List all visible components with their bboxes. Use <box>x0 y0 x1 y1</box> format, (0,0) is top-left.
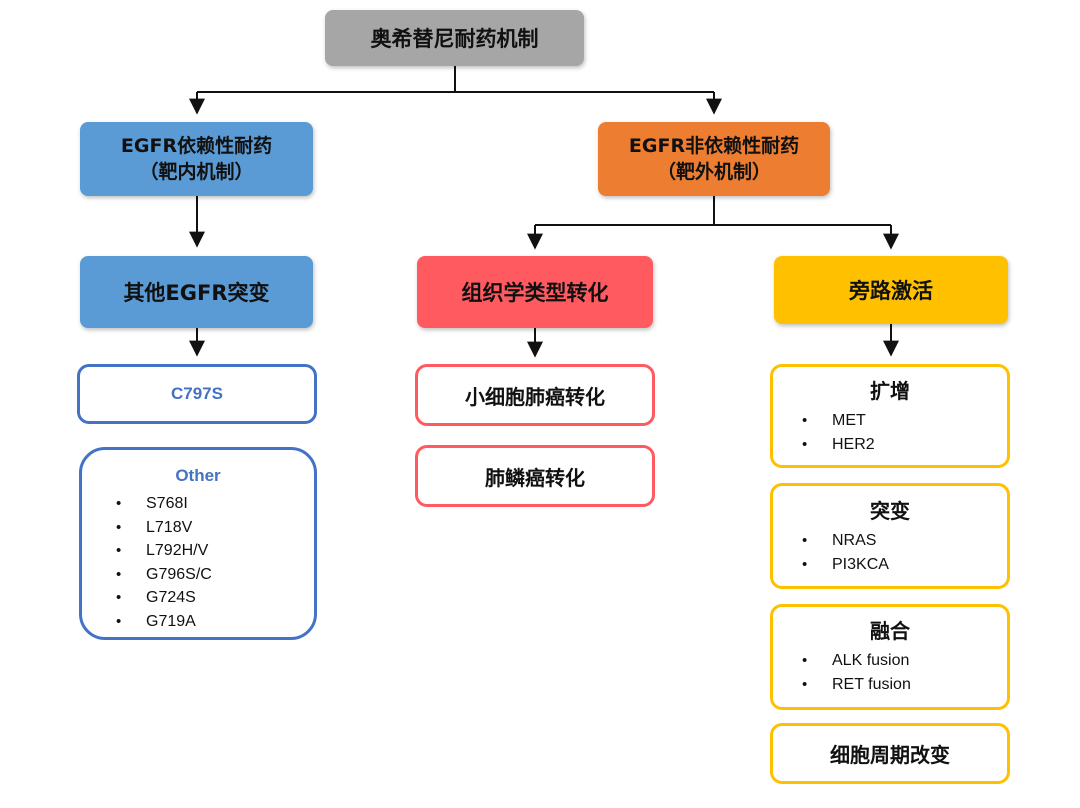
egfr-dependent-line2: （靶内机制） <box>139 161 254 183</box>
mutation-node: 突变 NRAS PI3KCA <box>770 483 1010 589</box>
independent-connector <box>535 196 891 226</box>
egfr-independent-line2: （靶外机制） <box>656 161 771 183</box>
c797s-node: C797S <box>77 364 317 424</box>
histologic-transformation-label: 组织学类型转化 <box>461 281 609 305</box>
histologic-transformation-node: 组织学类型转化 <box>417 256 653 328</box>
amplification-node: 扩增 MET HER2 <box>770 364 1010 468</box>
fusion-title: 融合 <box>870 619 910 643</box>
egfr-dependent-node: EGFR依赖性耐药 （靶内机制） <box>80 122 313 196</box>
egfr-independent-line1: EGFR非依赖性耐药 <box>628 135 800 157</box>
list-item: G796S/C <box>116 563 212 587</box>
other-mutations-node: Other S768I L718V L792H/V G796S/C G724S … <box>79 447 317 640</box>
list-item: L792H/V <box>116 539 212 563</box>
root-connector <box>197 66 714 93</box>
amplification-list: MET HER2 <box>802 409 1007 456</box>
cell-cycle-node: 细胞周期改变 <box>770 723 1010 784</box>
other-mutations-title: Other <box>175 466 221 485</box>
list-item: HER2 <box>802 433 1007 457</box>
list-item: PI3KCA <box>802 553 1007 577</box>
list-item: G719A <box>116 610 212 634</box>
egfr-dependent-line1: EGFR依赖性耐药 <box>120 135 273 157</box>
root-node: 奥希替尼耐药机制 <box>325 10 584 66</box>
list-item: G724S <box>116 586 212 610</box>
list-item: NRAS <box>802 529 1007 553</box>
list-item: MET <box>802 409 1007 433</box>
bypass-activation-label: 旁路激活 <box>849 279 933 303</box>
root-label: 奥希替尼耐药机制 <box>370 27 539 51</box>
other-egfr-mutations-label: 其他EGFR突变 <box>123 281 270 305</box>
sclc-transformation-label: 小细胞肺癌转化 <box>465 384 605 409</box>
mutation-list: NRAS PI3KCA <box>802 529 1007 576</box>
fusion-node: 融合 ALK fusion RET fusion <box>770 604 1010 710</box>
squamous-transformation-node: 肺鳞癌转化 <box>415 445 655 507</box>
egfr-independent-node: EGFR非依赖性耐药 （靶外机制） <box>598 122 830 196</box>
c797s-label: C797S <box>171 384 223 403</box>
list-item: RET fusion <box>802 673 1007 697</box>
list-item: ALK fusion <box>802 649 1007 673</box>
list-item: L718V <box>116 516 212 540</box>
list-item: S768I <box>116 492 212 516</box>
other-egfr-mutations-node: 其他EGFR突变 <box>80 256 313 328</box>
squamous-transformation-label: 肺鳞癌转化 <box>485 465 585 490</box>
cell-cycle-label: 细胞周期改变 <box>830 743 950 767</box>
sclc-transformation-node: 小细胞肺癌转化 <box>415 364 655 426</box>
other-mutations-list: S768I L718V L792H/V G796S/C G724S G719A <box>116 492 212 633</box>
amplification-title: 扩增 <box>870 379 910 403</box>
fusion-list: ALK fusion RET fusion <box>802 649 1007 696</box>
mutation-title: 突变 <box>870 499 910 523</box>
bypass-activation-node: 旁路激活 <box>774 256 1008 324</box>
